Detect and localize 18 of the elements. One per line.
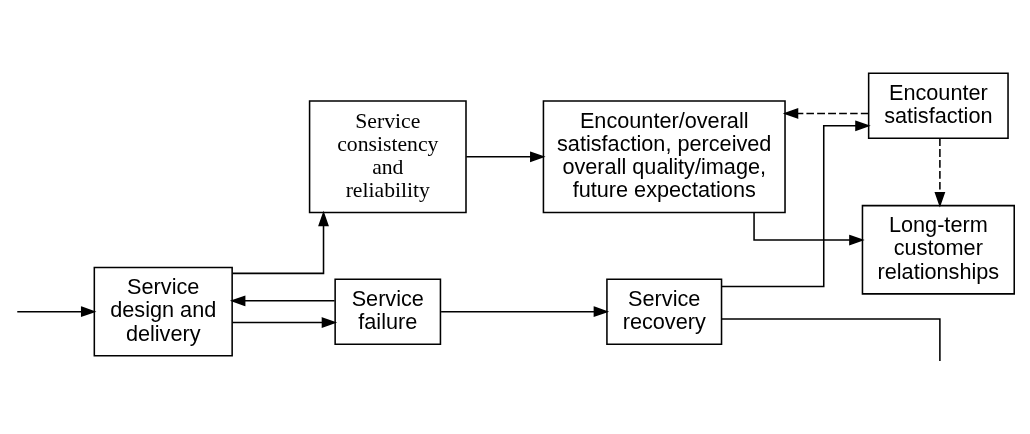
arrow — [782, 107, 870, 119]
connector — [721, 317, 941, 362]
node-box: Encounter satisfaction — [867, 71, 1009, 139]
arrow — [465, 150, 546, 162]
node-box: Service design and delivery — [93, 266, 233, 357]
arrow — [229, 294, 336, 306]
node-box: Service failure — [334, 277, 442, 345]
arrow — [753, 211, 865, 245]
arrow — [231, 210, 329, 274]
arrow — [934, 137, 946, 208]
node-box: Long-term customer relationships — [861, 204, 1015, 295]
arrow — [231, 316, 338, 328]
arrow — [16, 305, 97, 317]
node-box: Service consistency and reliability — [308, 99, 467, 213]
arrow — [721, 119, 871, 287]
node-box: Encounter/overall satisfaction, perceived overall quality/image, future expectations — [542, 99, 786, 213]
node-box: Service recovery — [606, 277, 723, 345]
arrow — [440, 305, 610, 317]
